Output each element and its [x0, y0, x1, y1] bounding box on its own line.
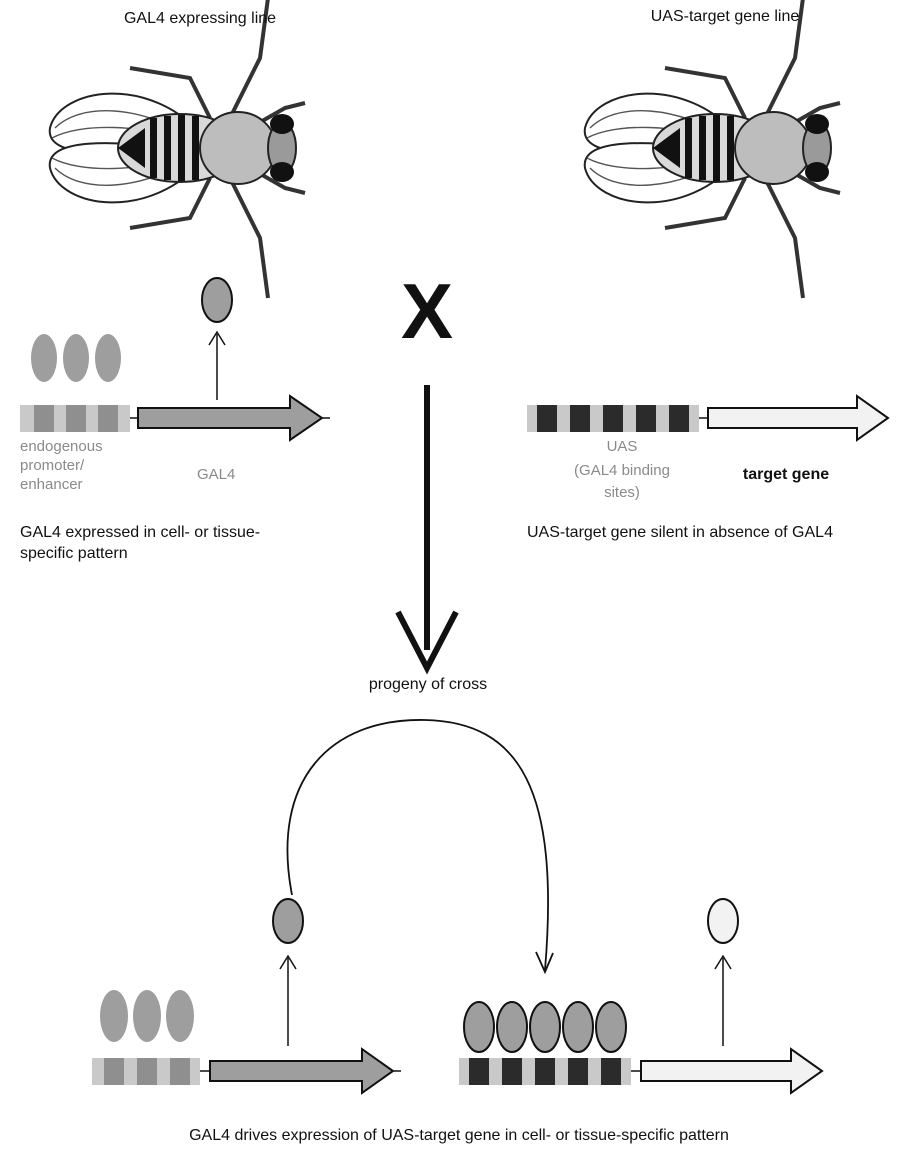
target-gene-arrow-bottom [640, 1047, 824, 1095]
uas-caption: UAS-target gene silent in absence of GAL… [527, 524, 833, 541]
bound-gal4-proteins [463, 1001, 627, 1053]
promoter-label-line3: enhancer [20, 476, 83, 493]
promoter-label-line1: endogenous [20, 438, 103, 455]
promoter-enhancer-top [20, 334, 130, 432]
target-gene-label: target gene [742, 466, 830, 483]
gal4-protein-bottom-icon [272, 898, 304, 944]
gal4-binding-curve-arrow [286, 719, 549, 971]
uas-label-line2: (GAL4 binding [574, 462, 670, 479]
uas-label-line3: sites) [604, 484, 640, 501]
gal4-protein-top-icon [201, 277, 233, 323]
target-gene-arrow-top [707, 394, 890, 442]
promoter-enhancer-bottom [92, 990, 200, 1085]
cross-symbol: X [400, 267, 454, 355]
uas-sites-bottom [459, 1058, 631, 1085]
gal4-line-title: GAL4 expressing line [123, 10, 277, 27]
gal4-gene-label: GAL4 [197, 466, 236, 483]
gal4-gene-arrow-bottom [209, 1047, 395, 1095]
bottom-caption: GAL4 drives expression of UAS-target gen… [189, 1127, 729, 1144]
gal4-caption-line1: GAL4 expressed in cell- or tissue- [20, 524, 261, 541]
uas-line-title: UAS-target gene line [650, 8, 800, 25]
promoter-label-line2: promoter/ [20, 457, 85, 474]
progeny-label: progeny of cross [368, 676, 488, 693]
uas-label-line1: UAS [606, 438, 638, 455]
fly-gal4-parent-icon [47, 0, 307, 300]
gal4-caption-line2: specific pattern [20, 545, 128, 562]
target-protein-icon [707, 898, 739, 944]
gal4-gene-arrow-top [137, 394, 324, 442]
uas-sites-top [527, 405, 699, 432]
fly-uas-parent-icon [582, 0, 842, 300]
